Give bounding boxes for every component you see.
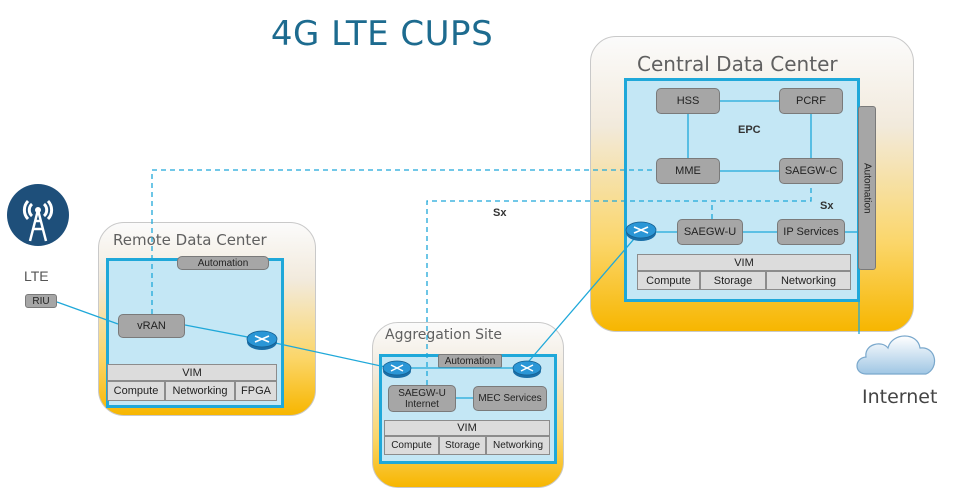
aggregation-site-title: Aggregation Site xyxy=(385,327,503,343)
mme-node[interactable]: MME xyxy=(656,158,720,184)
vran-node[interactable]: vRAN xyxy=(118,314,185,338)
vim-bar-remote: VIM xyxy=(107,364,277,381)
internet-label: Internet xyxy=(862,386,938,408)
saegw-u-internet-node[interactable]: SAEGW-U Internet xyxy=(388,385,456,412)
riu-node[interactable]: RIU xyxy=(25,294,57,308)
compute-cell-central: Compute xyxy=(637,271,700,290)
networking-cell-remote: Networking xyxy=(165,381,235,401)
vim-bar-aggregation: VIM xyxy=(384,420,550,436)
automation-node-remote[interactable]: Automation xyxy=(177,256,269,270)
pcrf-node[interactable]: PCRF xyxy=(779,88,843,114)
sx-label-central: Sx xyxy=(820,200,834,212)
automation-node-aggregation[interactable]: Automation xyxy=(438,354,502,368)
mec-services-node[interactable]: MEC Services xyxy=(473,386,547,411)
saegw-u-node-central[interactable]: SAEGW-U xyxy=(677,219,743,245)
saegw-u-internet-line1: SAEGW-U xyxy=(398,387,446,399)
internet-cloud-icon xyxy=(852,324,942,380)
vim-bar-central: VIM xyxy=(637,254,851,271)
central-data-center-title: Central Data Center xyxy=(637,52,838,76)
hss-node[interactable]: HSS xyxy=(656,88,720,114)
sx-label-link: Sx xyxy=(493,207,507,219)
remote-data-center-title: Remote Data Center xyxy=(113,231,267,249)
epc-label: EPC xyxy=(738,124,761,136)
networking-cell-central: Networking xyxy=(766,271,851,290)
automation-label-central: Automation xyxy=(861,162,873,214)
compute-cell-remote: Compute xyxy=(107,381,165,401)
diagram-title: 4G LTE CUPS xyxy=(270,14,494,54)
lte-label: LTE xyxy=(24,268,49,284)
compute-cell-aggregation: Compute xyxy=(384,436,439,455)
fpga-cell-remote: FPGA xyxy=(235,381,277,401)
networking-cell-aggregation: Networking xyxy=(486,436,550,455)
ip-services-node[interactable]: IP Services xyxy=(777,219,845,245)
storage-cell-aggregation: Storage xyxy=(439,436,486,455)
lte-tower-icon xyxy=(6,183,70,247)
storage-cell-central: Storage xyxy=(700,271,766,290)
saegw-u-internet-line2: Internet xyxy=(405,398,439,410)
automation-bar-central[interactable]: Automation xyxy=(858,106,876,270)
saegw-c-node[interactable]: SAEGW-C xyxy=(779,158,843,184)
